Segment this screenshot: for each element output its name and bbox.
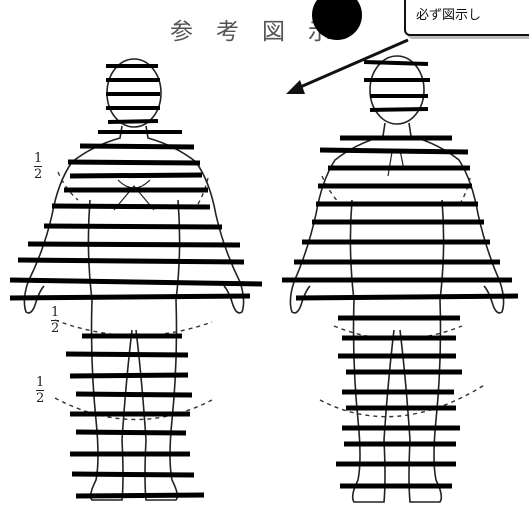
- fraction-numerator: 1: [36, 375, 45, 390]
- title-char-1: 参: [170, 19, 193, 45]
- fraction-label-knee: 1 2: [36, 375, 45, 406]
- fraction-denominator: 2: [36, 391, 45, 406]
- fraction-numerator: 1: [34, 151, 43, 166]
- callout-text: 必ず図示し: [416, 8, 482, 23]
- fraction-denominator: 2: [34, 167, 43, 182]
- fraction-label-chest: 1 2: [34, 151, 43, 182]
- callout-box: 必ず図示し: [404, 0, 529, 36]
- pointer-arrow: [286, 38, 409, 94]
- title-char-2: 考: [216, 19, 239, 45]
- fraction-denominator: 2: [51, 321, 60, 336]
- circle-badge: [312, 0, 362, 40]
- redaction-bars-front: [9, 64, 263, 499]
- title-char-3: 図: [262, 19, 285, 45]
- fraction-numerator: 1: [51, 305, 60, 320]
- redaction-bars-back: [282, 60, 519, 489]
